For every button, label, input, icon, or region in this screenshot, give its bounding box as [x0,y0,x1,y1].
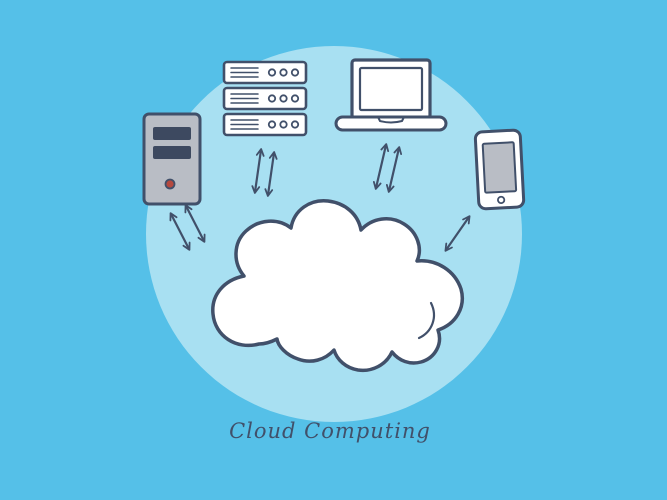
arrow-laptop-cloud [372,143,403,193]
arrow-desktop-cloud [169,204,206,251]
server-unit [222,60,308,85]
cloud-icon [211,199,464,373]
illustration-title: Cloud Computing [229,419,431,443]
power-light [164,178,176,190]
server-unit [222,86,308,111]
laptop-icon [334,58,448,132]
smartphone-icon [473,128,526,211]
server-stack-icon [222,60,308,137]
laptop-screen [358,66,424,112]
server-unit [222,112,308,137]
desktop-tower-icon [142,112,202,206]
phone-screen [481,141,518,194]
drive-bay [153,127,191,140]
arrow-phone-cloud [444,215,471,252]
drive-bay [153,146,191,159]
home-button [497,195,506,205]
arrow-server-cloud [251,148,278,197]
